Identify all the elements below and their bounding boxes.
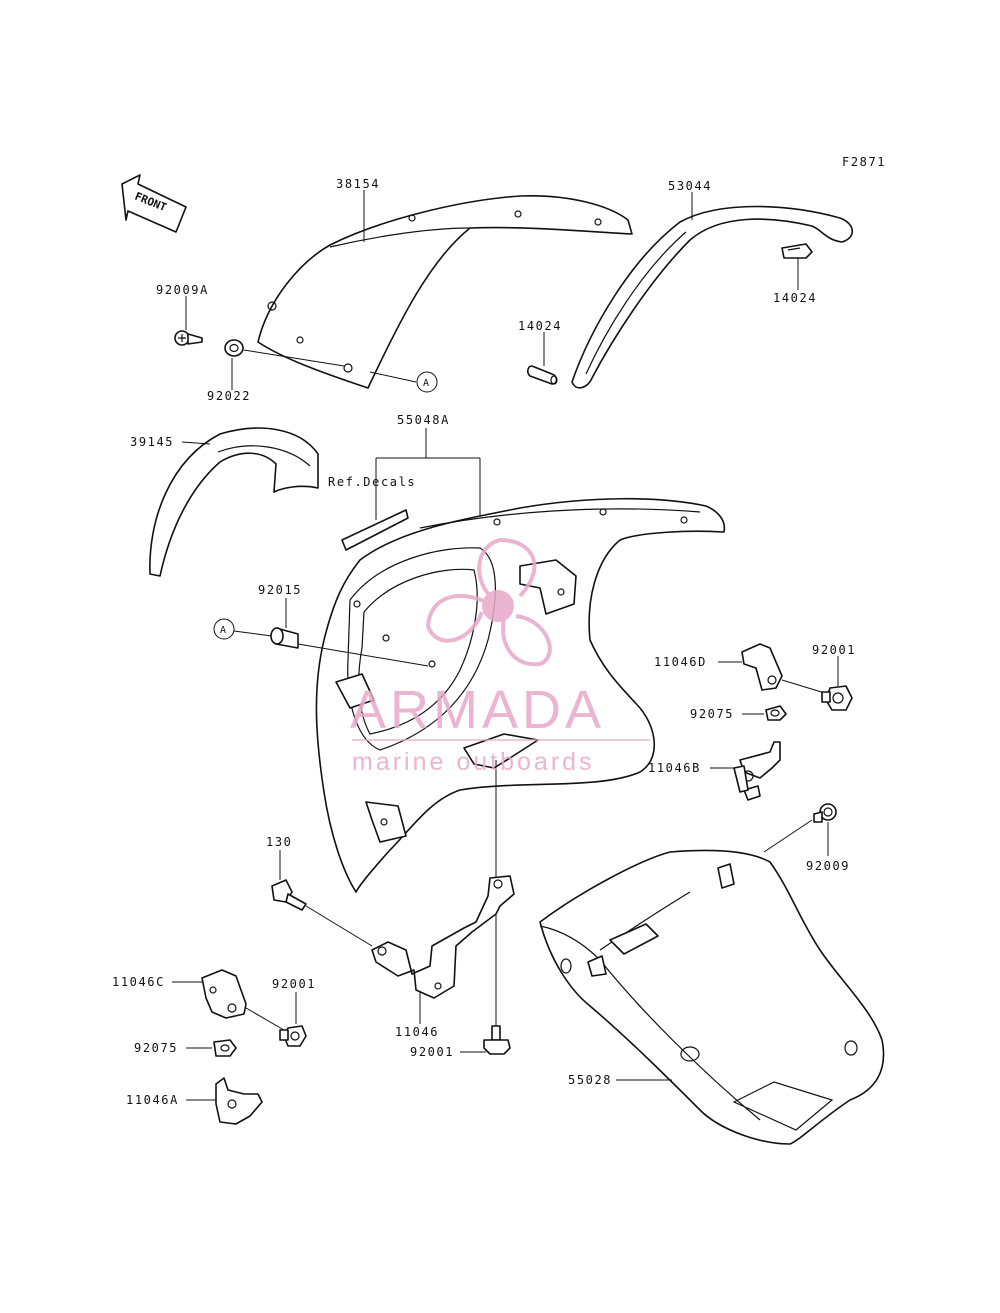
- label-92001-left: 92001: [272, 977, 316, 991]
- callout-a-mid-label: A: [220, 625, 226, 636]
- screw-92009A-icon: [174, 330, 203, 346]
- label-38154: 38154: [336, 177, 380, 191]
- clip-14024-mid-icon: [527, 365, 558, 385]
- label-92009: 92009: [806, 859, 850, 873]
- bracket-11046-icon: [371, 875, 515, 999]
- label-92022: 92022: [207, 389, 251, 403]
- decal-strip: [341, 509, 409, 551]
- propeller-logo-icon: [425, 537, 552, 667]
- bracket-11046D-icon: [741, 643, 783, 691]
- watermark-tagline: marine outboards: [352, 748, 595, 776]
- windshield-38154: [257, 194, 633, 389]
- grommet-92022-icon: [224, 339, 244, 357]
- label-11046A: 11046A: [126, 1093, 179, 1107]
- label-11046: 11046: [395, 1025, 439, 1039]
- bracket-11046C-icon: [201, 969, 247, 1019]
- bolt-92001-center-icon: [483, 1025, 511, 1055]
- trim-53044: [571, 205, 854, 389]
- label-11046B: 11046B: [648, 761, 701, 775]
- label-92015: 92015: [258, 583, 302, 597]
- label-53044: 53044: [668, 179, 712, 193]
- upper-cowl-55048A: [315, 497, 726, 893]
- label-92075-right: 92075: [690, 707, 734, 721]
- label-130: 130: [266, 835, 292, 849]
- screw-92009-icon: [813, 803, 837, 823]
- callout-a-mid: [213, 618, 235, 640]
- callout-a-top: [416, 371, 438, 393]
- bolt-92001-left-icon: [279, 1025, 307, 1047]
- front-arrow-icon: FRONT: [121, 174, 187, 233]
- bolt-130-icon: [271, 879, 307, 911]
- label-11046D: 11046D: [654, 655, 707, 669]
- label-92009A: 92009A: [156, 283, 209, 297]
- watermark-brand: ARMADA: [350, 680, 605, 740]
- callout-a-top-label: A: [423, 378, 429, 389]
- label-92001-center: 92001: [410, 1045, 454, 1059]
- label-14024-mid: 14024: [518, 319, 562, 333]
- visor-39145: [149, 427, 319, 577]
- nut-92075-left-icon: [213, 1039, 237, 1057]
- nut-92075-right-icon: [765, 705, 787, 721]
- bracket-11046A-icon: [215, 1077, 263, 1125]
- watermark: ARMADA marine outboards: [350, 537, 650, 776]
- lower-cowl-55028: [539, 849, 885, 1145]
- label-92001-right: 92001: [812, 643, 856, 657]
- label-55048A: 55048A: [397, 413, 450, 427]
- label-55028: 55028: [568, 1073, 612, 1087]
- ref-decals-label: Ref.Decals: [328, 475, 416, 489]
- collar-92015-icon: [270, 627, 299, 649]
- figure-id: F2871: [842, 155, 886, 169]
- label-39145: 39145: [130, 435, 174, 449]
- bolt-92001-right-icon: [821, 685, 853, 711]
- label-14024-top: 14024: [773, 291, 817, 305]
- label-11046C: 11046C: [112, 975, 165, 989]
- clip-14024-top-icon: [781, 243, 813, 259]
- label-92075-left: 92075: [134, 1041, 178, 1055]
- bracket-11046B-icon: [733, 741, 781, 801]
